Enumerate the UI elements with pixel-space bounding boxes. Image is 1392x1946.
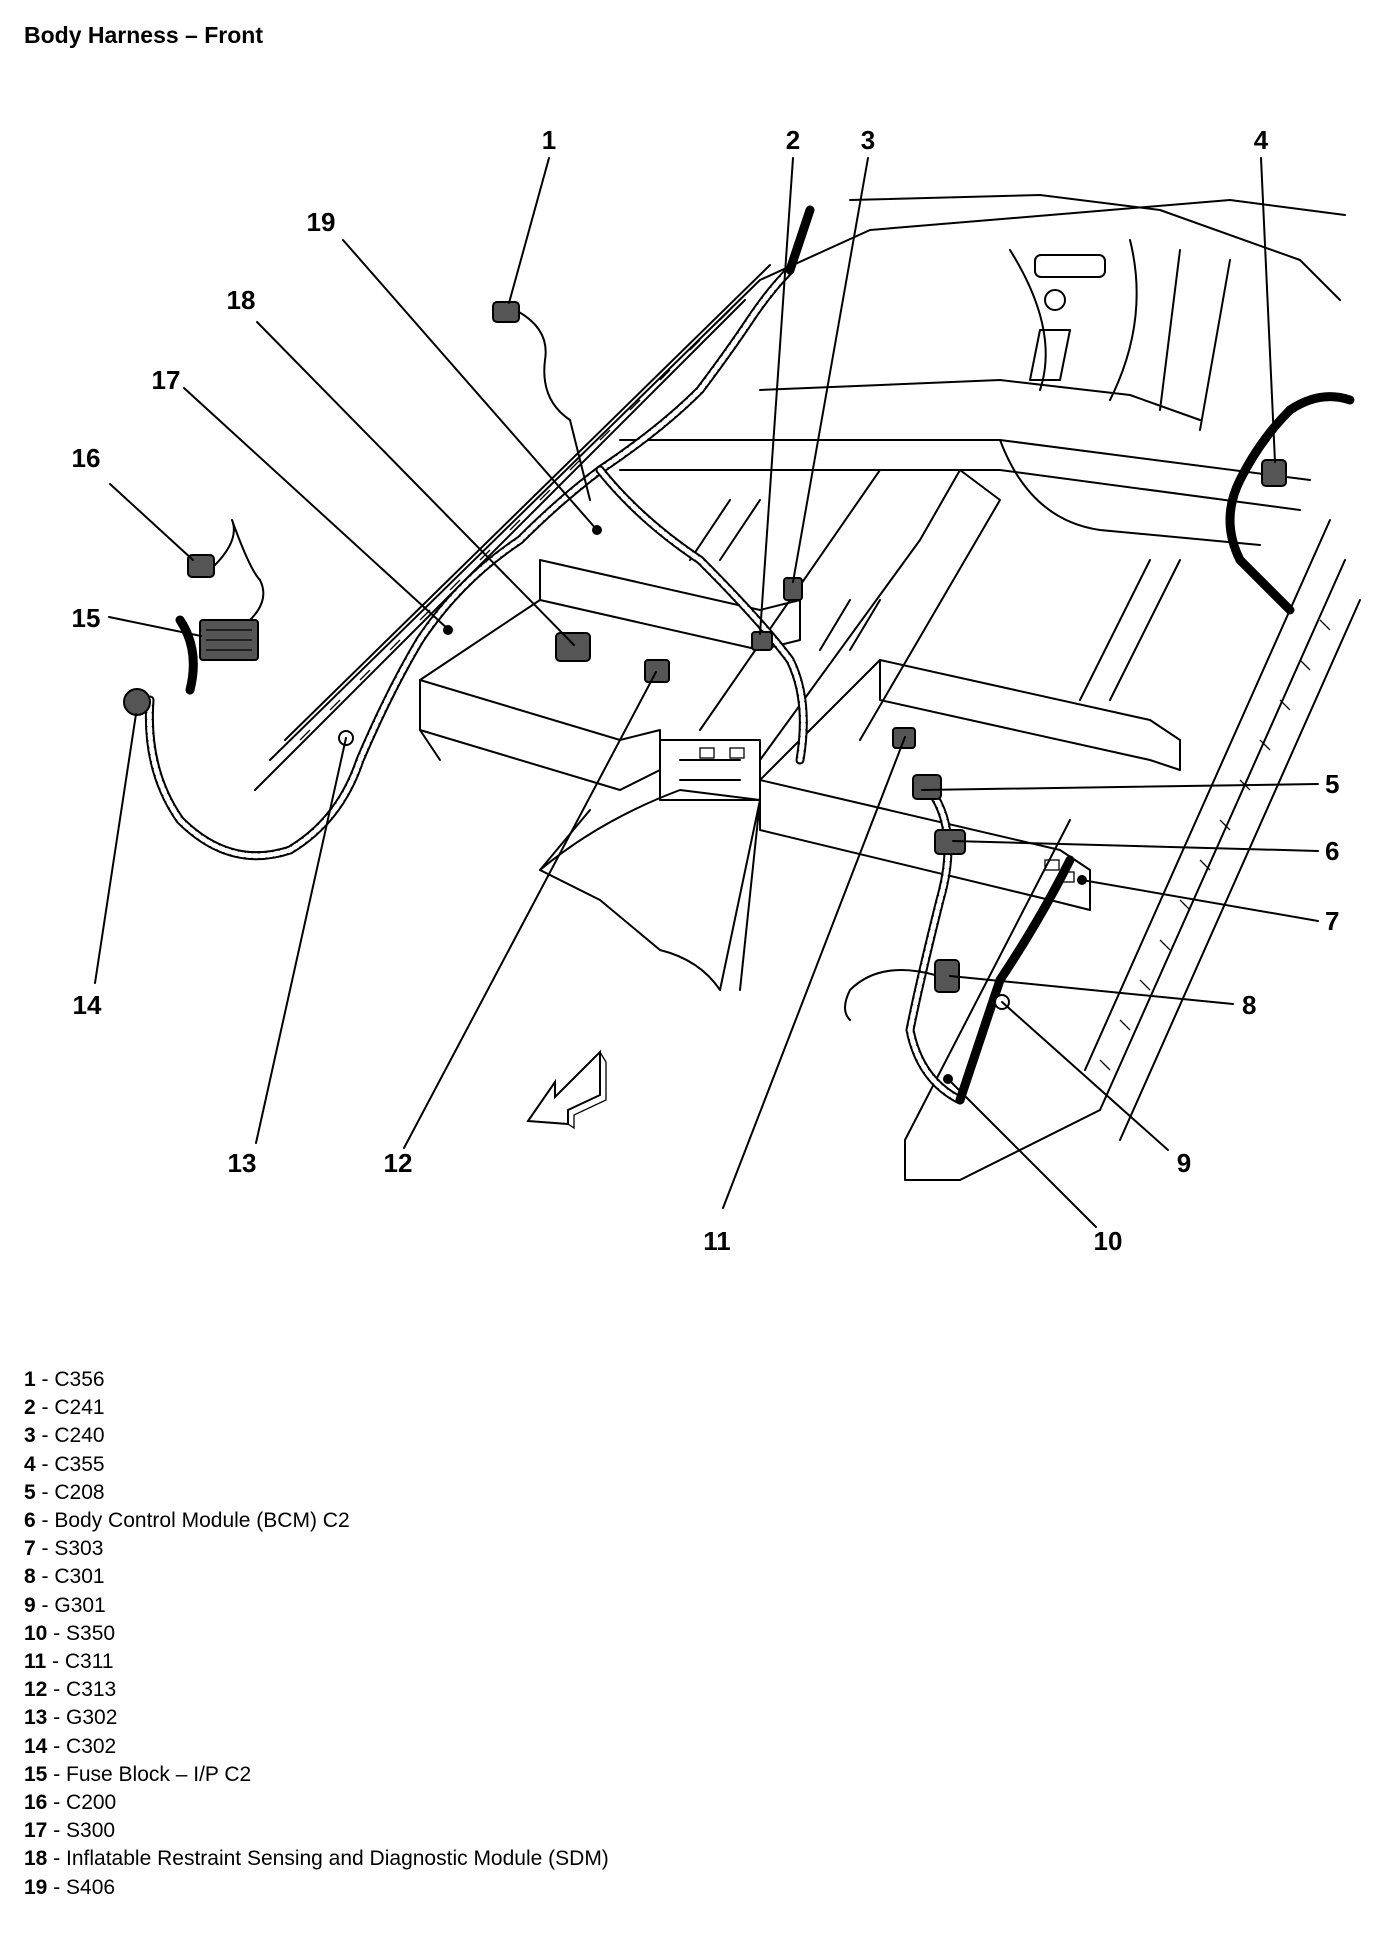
legend-item: 8 - C301 [24,1565,105,1589]
callout-8: 8 [1242,990,1256,1020]
callout-14: 14 [73,990,102,1020]
connector-c241 [751,631,773,651]
legend-item: 18 - Inflatable Restraint Sensing and Di… [24,1847,609,1871]
callout-11: 11 [703,1226,731,1256]
legend-item: 1 - C356 [24,1368,105,1391]
legend-item: 17 - S300 [24,1819,116,1843]
connector-c302 [123,688,151,716]
legend-item: 9 - G301 [24,1593,106,1617]
floor-pan [254,194,1361,1181]
connector-c313 [644,659,670,683]
callout-2: 2 [786,125,800,155]
legend-item: 14 - C302 [24,1734,117,1758]
connector-sdm [555,632,591,662]
callout-9: 9 [1177,1148,1191,1178]
legend-item: 12 - C313 [24,1678,117,1702]
callout-17: 17 [152,365,181,395]
legend-item: 3 - C240 [24,1424,105,1448]
component-legend: 1 - C356 2 - C241 3 - C240 4 - C355 5 - … [24,1366,609,1902]
legend-item: 19 - S406 [24,1875,116,1899]
callout-18: 18 [227,285,256,315]
leader-lines [94,157,1319,1228]
legend-item: 4 - C355 [24,1452,105,1476]
legend-item: 2 - C241 [24,1396,105,1420]
legend-item: 7 - S303 [24,1537,104,1561]
legend-item: 11 - C311 [24,1650,114,1674]
callout-10: 10 [1094,1226,1123,1256]
callout-6: 6 [1325,836,1339,866]
callout-5: 5 [1325,769,1339,799]
legend-item: 6 - Body Control Module (BCM) C2 [24,1509,350,1533]
callout-labels: 1 2 3 4 5 6 7 8 9 10 11 12 13 14 15 16 1… [72,125,1340,1256]
legend-item: 10 - S350 [24,1621,116,1645]
harness-diagram: 1 2 3 4 5 6 7 8 9 10 11 12 13 14 15 16 1… [72,125,1361,1256]
callout-3: 3 [861,125,875,155]
callout-12: 12 [384,1148,413,1178]
legend-item: 5 - C208 [24,1480,105,1504]
connector-c355 [1261,459,1287,487]
connector-c208 [912,774,942,800]
page-title: Body Harness – Front [24,22,263,48]
connectors [123,301,1287,1084]
callout-7: 7 [1325,906,1339,936]
arrow-front-icon [526,1049,607,1130]
harness-runs [144,205,1355,1105]
legend-item: 15 - Fuse Block – I/P C2 [24,1762,252,1786]
callout-15: 15 [72,603,101,633]
legend-item: 13 - G302 [24,1706,118,1730]
callout-16: 16 [72,443,101,473]
callout-4: 4 [1254,125,1269,155]
connector-c356 [492,301,520,323]
callout-1: 1 [542,125,556,155]
callout-19: 19 [307,207,336,237]
callout-13: 13 [228,1148,257,1178]
legend-item: 16 - C200 [24,1791,117,1815]
